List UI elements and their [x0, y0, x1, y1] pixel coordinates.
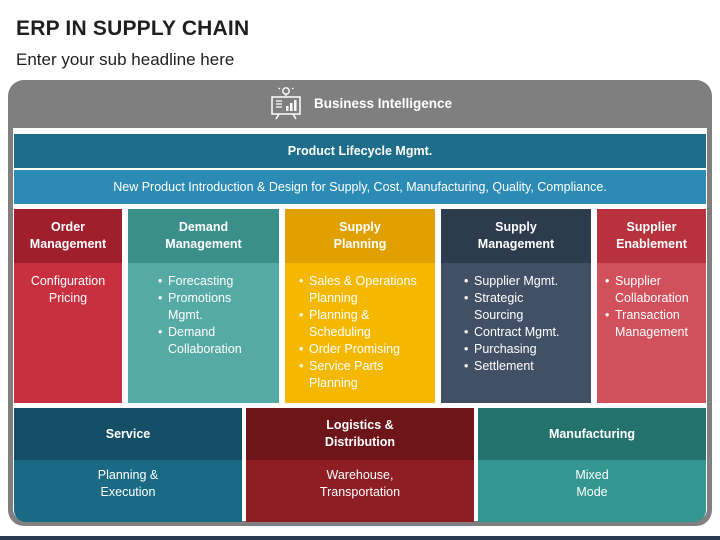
list-item: Service Parts Planning	[299, 358, 395, 392]
block-body-line: Planning &	[97, 468, 159, 482]
column-title-line: Supply	[339, 220, 381, 234]
column-title-line: Enablement	[616, 237, 687, 251]
list-item: Supplier Mgmt.	[464, 273, 591, 290]
block-body: Warehouse, Transportation	[246, 460, 474, 522]
block-body-line: Warehouse,	[326, 468, 394, 482]
block-title-line: Logistics &	[326, 418, 394, 432]
block-body-line: Execution	[100, 485, 156, 499]
list-item: Demand Collaboration	[158, 324, 254, 358]
list-item: Sales & Operations Planning	[299, 273, 425, 307]
column-title-line: Management	[165, 237, 242, 251]
list-item: Settlement	[464, 358, 591, 375]
product-lifecycle-description: New Product Introduction & Design for Su…	[14, 170, 706, 204]
list-item: Forecasting	[158, 273, 279, 290]
list-item: Strategic Sourcing	[464, 290, 534, 324]
column-title-line: Supply	[495, 220, 537, 234]
column-item: Configuration	[30, 274, 106, 288]
list-item: Contract Mgmt.	[464, 324, 591, 341]
footer-bar	[0, 536, 720, 540]
service-block: Service Planning & Execution	[14, 408, 242, 522]
business-intelligence-label: Business Intelligence	[313, 95, 453, 111]
dashboard-presentation-icon	[271, 87, 301, 120]
page-title: ERP IN SUPPLY CHAIN	[16, 17, 250, 40]
page-subtitle: Enter your sub headline here	[16, 50, 235, 69]
column-title-line: Supplier	[626, 220, 677, 234]
list-item: Supplier Collaboration	[605, 273, 699, 307]
block-body-line: Transportation	[319, 485, 401, 499]
list-item: Transaction Management	[605, 307, 699, 341]
column-title-line: Planning	[333, 237, 387, 251]
column-body: Forecasting Promotions Mgmt. Demand Coll…	[128, 263, 279, 403]
column-body: Configuration Pricing	[14, 263, 122, 403]
list-item: Purchasing	[464, 341, 591, 358]
list-item: Promotions Mgmt.	[158, 290, 244, 324]
block-header: Manufacturing	[478, 408, 706, 460]
column-item: Pricing	[48, 291, 88, 305]
list-item: Order Promising	[299, 341, 435, 358]
column-title-line: Order	[50, 220, 86, 234]
business-intelligence-header: Business Intelligence	[8, 80, 712, 126]
block-title-line: Manufacturing	[548, 426, 636, 441]
block-body: Planning & Execution	[14, 460, 242, 522]
product-lifecycle-title: Product Lifecycle Mgmt.	[14, 134, 706, 168]
block-title-line: Distribution	[324, 435, 396, 449]
column-body: Supplier Mgmt. Strategic Sourcing Contra…	[441, 263, 591, 403]
column-title-line: Management	[29, 237, 107, 251]
list-item: Planning & Scheduling	[299, 307, 385, 341]
block-body-line: Mode	[576, 485, 608, 499]
block-body-line: Mixed	[575, 468, 609, 482]
column-title-line: Demand	[178, 220, 229, 234]
column-title-line: Management	[477, 237, 555, 251]
logistics-distribution-block: Logistics & Distribution Warehouse, Transp…	[246, 408, 474, 522]
block-title-line: Service	[105, 426, 151, 441]
block-header: Logistics & Distribution	[246, 408, 474, 460]
block-header: Service	[14, 408, 242, 460]
column-body: Sales & Operations Planning Planning & S…	[285, 263, 435, 403]
column-body: Supplier Collaboration Transaction Manag…	[597, 263, 706, 403]
